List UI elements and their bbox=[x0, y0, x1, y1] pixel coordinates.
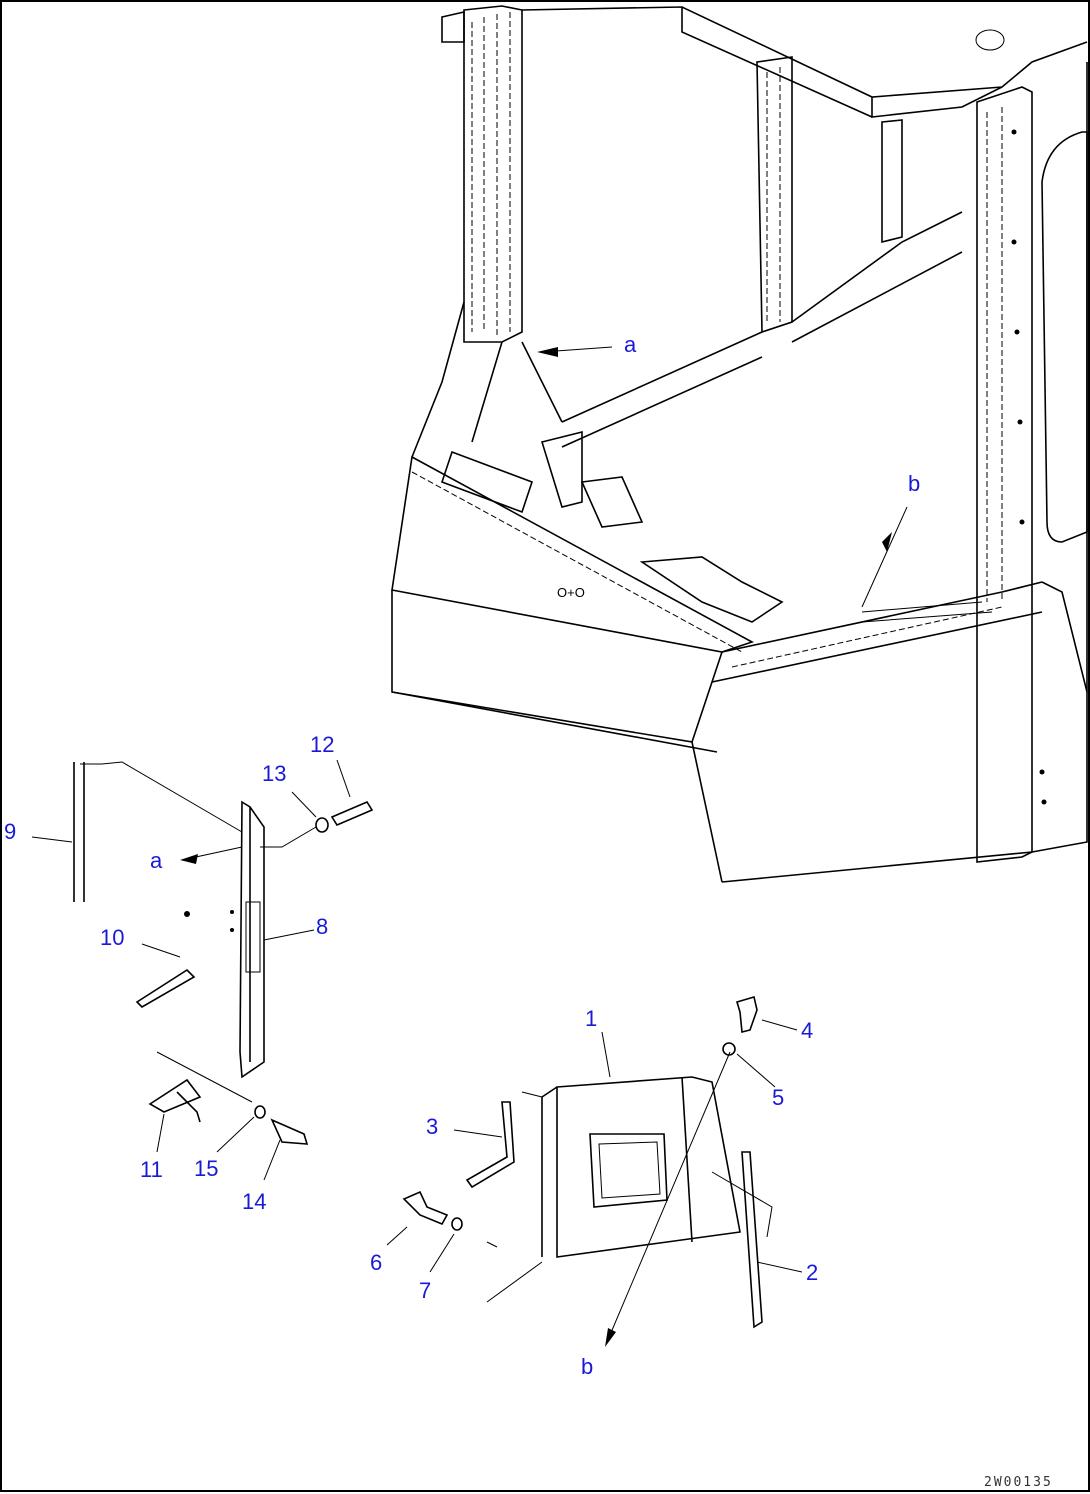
cab-frame: O+O bbox=[391, 5, 1088, 883]
ref-letter-a-top: a bbox=[624, 332, 637, 357]
callout-13: 13 bbox=[262, 761, 286, 786]
callout-1: 1 bbox=[585, 1006, 597, 1031]
callout-3: 3 bbox=[426, 1114, 438, 1139]
leader-lines bbox=[31, 346, 908, 1273]
svg-text:O+O: O+O bbox=[557, 585, 585, 600]
callout-2: 2 bbox=[806, 1260, 818, 1285]
drawing-code: 2W00135 bbox=[984, 1475, 1053, 1490]
ref-letter-a-left: a bbox=[150, 848, 163, 873]
callout-15: 15 bbox=[194, 1156, 218, 1181]
left-assembly bbox=[73, 761, 374, 1145]
callout-4: 4 bbox=[801, 1018, 813, 1043]
ref-letter-b-bottom: b bbox=[581, 1354, 593, 1379]
lower-assembly bbox=[402, 995, 773, 1347]
callout-8: 8 bbox=[316, 914, 328, 939]
callout-9: 9 bbox=[4, 819, 16, 844]
callout-10: 10 bbox=[100, 925, 124, 950]
callout-14: 14 bbox=[242, 1189, 266, 1214]
ref-letter-b-top: b bbox=[908, 471, 920, 496]
callout-6: 6 bbox=[370, 1250, 382, 1275]
callout-7: 7 bbox=[419, 1278, 431, 1303]
callout-12: 12 bbox=[310, 732, 334, 757]
callout-11: 11 bbox=[140, 1157, 163, 1182]
callout-5: 5 bbox=[772, 1085, 784, 1110]
callout-labels: 1 2 3 4 5 6 7 8 9 10 11 12 13 14 15 a a … bbox=[4, 332, 920, 1379]
